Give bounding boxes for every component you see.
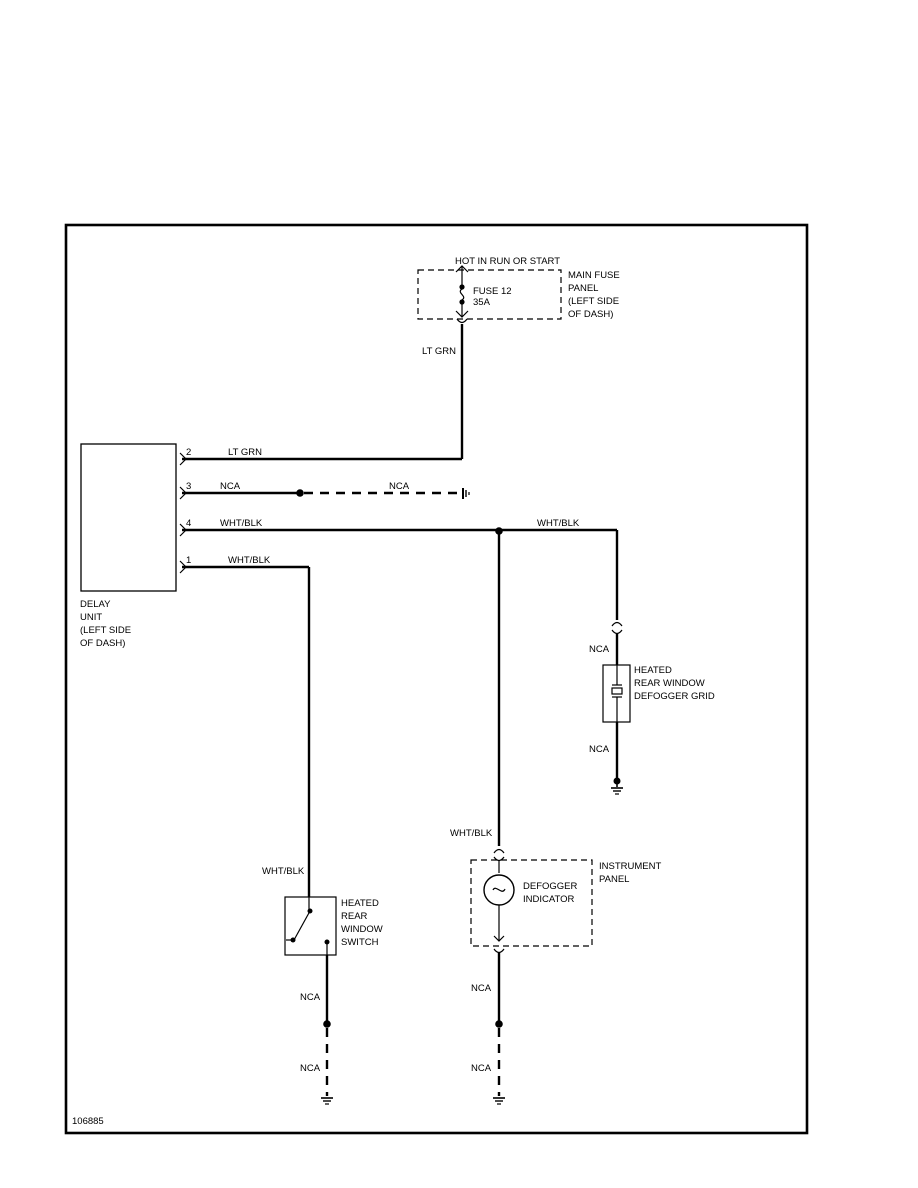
main-fuse-panel-box (417, 269, 562, 320)
splice-pin3 (296, 489, 304, 497)
switch-label-2: REAR (341, 911, 368, 922)
splice-indicator-ground (495, 1020, 503, 1028)
defogger-grid-element-icon (611, 665, 623, 722)
main-fuse-panel-label-1: MAIN FUSE (568, 270, 620, 281)
wire-label-indicator-mid: NCA (471, 983, 492, 994)
indicator-label-1: DEFOGGER (523, 881, 578, 892)
wire-label-to-indicator: WHT/BLK (450, 828, 493, 839)
wire-label-grid-top: NCA (589, 644, 610, 655)
instrument-panel-box (470, 859, 593, 947)
ground-icon-switch (321, 1097, 333, 1105)
splice-switch-ground (323, 1020, 331, 1028)
wire-label-indicator-low: NCA (471, 1063, 492, 1074)
wire-label-to-switch: WHT/BLK (262, 866, 305, 877)
power-source-label: HOT IN RUN OR START (455, 256, 560, 267)
delay-unit-box (80, 443, 177, 592)
ground-icon-indicator (493, 1097, 505, 1105)
fuse-12-symbol (459, 288, 465, 301)
fuse-rating: 35A (473, 297, 491, 308)
delay-unit-label-2: UNIT (80, 612, 102, 623)
connector-grid-top (611, 621, 623, 627)
switch-contact-icon (286, 897, 330, 955)
diagram-frame (64, 223, 809, 1135)
indicator-label-2: INDICATOR (523, 894, 575, 905)
fuse-terminal-top (459, 284, 465, 290)
wire-label-to-grid: WHT/BLK (537, 518, 580, 529)
pin-3-number: 3 (186, 481, 191, 492)
pin-3-wire: NCA (220, 481, 241, 492)
pin-1-number: 1 (186, 555, 191, 566)
splice-grid-ground (613, 777, 621, 785)
switch-label-1: HEATED (341, 898, 379, 909)
defogger-grid-label-3: DEFOGGER GRID (634, 691, 715, 702)
wire-label-switch-low: NCA (300, 1063, 321, 1074)
instrument-panel-label-2: PANEL (599, 874, 629, 885)
main-fuse-panel-label-3: (LEFT SIDE (568, 296, 619, 307)
switch-label-3: WINDOW (341, 924, 383, 935)
delay-unit-label-1: DELAY (80, 599, 111, 610)
ground-icon-pin3 (462, 488, 470, 499)
wire-label-pin3-nca: NCA (389, 481, 410, 492)
defogger-grid-label-2: REAR WINDOW (634, 678, 705, 689)
main-fuse-panel-label-2: PANEL (568, 283, 598, 294)
switch-label-4: SWITCH (341, 937, 379, 948)
wire-label-switch-mid: NCA (300, 992, 321, 1003)
delay-unit-label-3: (LEFT SIDE (80, 625, 131, 636)
pin-4-wire: WHT/BLK (220, 518, 263, 529)
pin-2-number: 2 (186, 447, 191, 458)
connector-indicator-top (493, 848, 505, 854)
ground-icon-grid (611, 784, 623, 795)
pin-2-wire: LT GRN (228, 447, 262, 458)
wire-label-grid-bottom: NCA (589, 744, 610, 755)
fuse-terminal-bottom (459, 299, 465, 305)
connector-indicator-bottom (493, 948, 505, 954)
main-fuse-panel-label-4: OF DASH) (568, 309, 613, 320)
connector-pin2 (179, 452, 187, 466)
delay-unit-label-4: OF DASH) (80, 638, 125, 649)
defogger-grid-label-1: HEATED (634, 665, 672, 676)
pin-1-wire: WHT/BLK (228, 555, 271, 566)
wire-label-lt-grn-fuse: LT GRN (422, 346, 456, 357)
figure-id: 106885 (72, 1116, 104, 1127)
fuse-name: FUSE 12 (473, 286, 512, 297)
heated-rear-window-switch-box[interactable] (284, 896, 337, 956)
pin-4-number: 4 (186, 518, 191, 529)
instrument-panel-label-1: INSTRUMENT (599, 861, 661, 872)
